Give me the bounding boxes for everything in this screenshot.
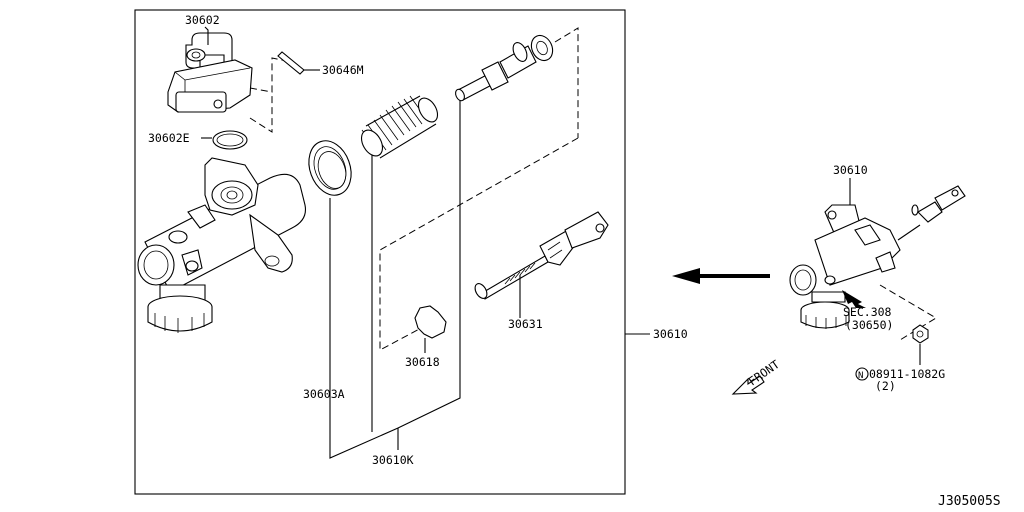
- label-30602e: 30602E: [148, 131, 190, 145]
- label-nut-part: 08911-1082G: [869, 367, 945, 381]
- label-nut-qty: (2): [875, 379, 896, 393]
- direction-arrow: [672, 268, 770, 284]
- label-30610k: 30610K: [372, 453, 414, 467]
- diagram-code: J305005S: [938, 494, 1001, 509]
- assembly-frame: [134, 9, 626, 495]
- label-30646m: 30646M: [322, 63, 364, 77]
- front-indicator: FRONT: [731, 357, 782, 395]
- label-sec: SEC.308: [843, 305, 892, 319]
- assembled-master-cylinder: [789, 185, 966, 329]
- hex-nut: [912, 324, 929, 344]
- label-30618: 30618: [405, 355, 440, 369]
- label-sec-ref: (30650): [845, 318, 893, 332]
- svg-text:N: N: [858, 371, 863, 381]
- reservoir-tank: [167, 32, 253, 113]
- label-30610-assy: 30610: [833, 163, 868, 177]
- label-30603a: 30603A: [303, 387, 345, 401]
- o-ring: [308, 140, 352, 196]
- label-front: FRONT: [746, 357, 782, 388]
- retaining-pin: [277, 51, 305, 75]
- label-30631: 30631: [508, 317, 543, 331]
- gasket: [414, 305, 447, 339]
- master-cylinder-body: [137, 157, 307, 333]
- piston: [455, 34, 554, 102]
- label-30602: 30602: [185, 13, 220, 27]
- return-spring: [360, 95, 439, 159]
- nut-marker-icon: [855, 367, 869, 381]
- section-arrow: [842, 290, 866, 308]
- label-30610-box: 30610: [653, 327, 688, 341]
- push-rod: [474, 211, 609, 300]
